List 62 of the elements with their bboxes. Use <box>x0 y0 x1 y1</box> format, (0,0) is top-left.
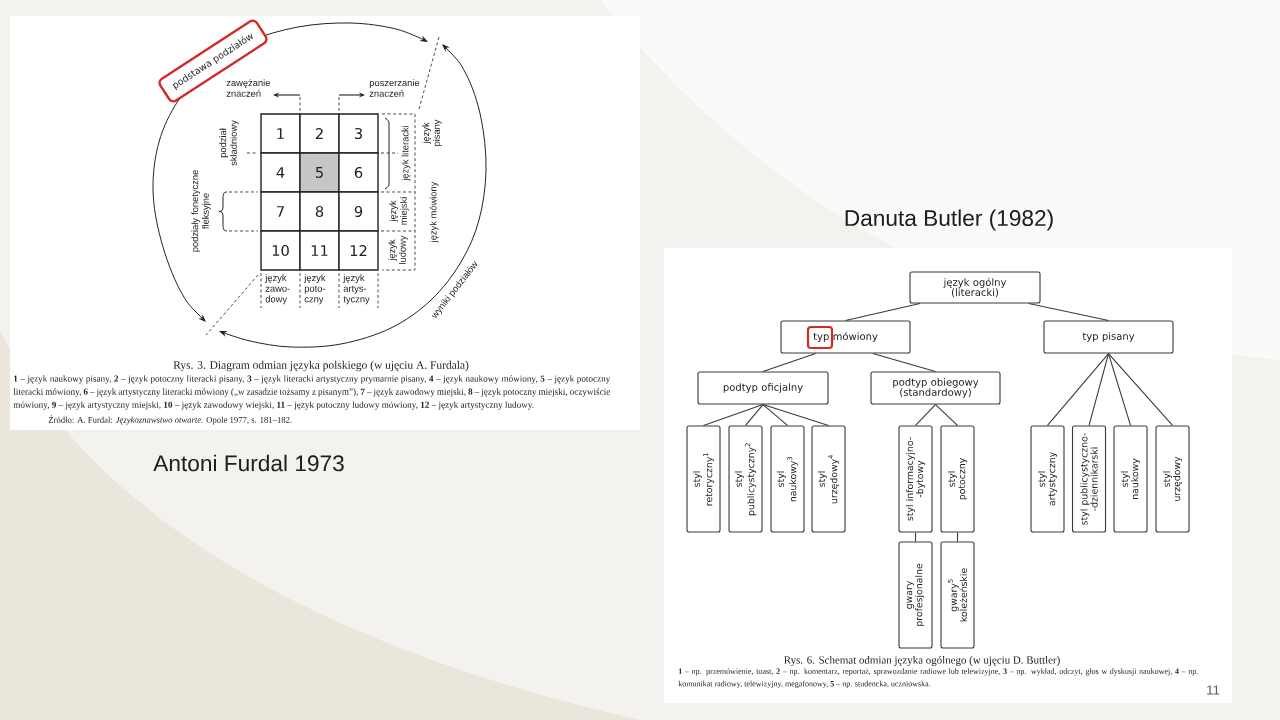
connector-line <box>844 303 921 321</box>
side-label: podział składniowy <box>219 120 239 166</box>
category-box: styl publicystyczno- -dziennikarski <box>1071 425 1107 533</box>
connector-line <box>934 404 959 426</box>
grid-cell: 9 <box>338 191 379 232</box>
grid-cell: 8 <box>299 191 340 232</box>
category-box: styl retoryczny$^{1}$ <box>686 425 721 533</box>
category-box: język ogólny (literacki) <box>909 271 1041 304</box>
side-label: język miejski <box>389 197 409 225</box>
connector-line <box>1046 353 1110 426</box>
column-label: język poto- czny <box>304 274 326 305</box>
category-box: styl potoczny <box>940 425 975 533</box>
category-box: styl naukowy$^{3}$ <box>770 425 805 533</box>
category-box: styl urzędowy <box>1155 425 1190 533</box>
grid-cell: 1 <box>260 113 301 154</box>
connector-line <box>1107 353 1132 426</box>
category-box: podtyp obiegowy (standardowy) <box>870 371 1001 405</box>
connector-line <box>914 532 917 542</box>
arrow-label: zawężanie znaczeń <box>226 79 270 97</box>
source-note: Źródło: A. Furdal: Językoznawstwo otwarte. Opole 1977, s. 181–182. <box>48 415 292 425</box>
category-box: gwary profesjonalne <box>898 541 933 649</box>
author-label: Antoni Furdal 1973 <box>153 454 344 472</box>
author-label: Danuta Butler (1982) <box>845 209 1053 231</box>
connector-line <box>762 404 830 426</box>
category-box: styl artystyczny <box>1030 425 1065 533</box>
category-box: styl publicystyczny$^{2}$ <box>728 425 763 533</box>
category-box: typ pisany <box>1043 320 1174 354</box>
side-label: język pisany <box>422 119 442 146</box>
side-label: język literacki <box>401 125 411 181</box>
caption-note: 1 – język naukowy pisany, 2 – język potoczny literacki pisany, 3 – język literacki artystyczny prymarnie pisany, 4 – język naukowy mówiony, 5 – język potoczny literacki mówiony, 6 – język artystyczny literacki mówiony („w zasadzie tożsamy z pisanym”), 7 – język zawodowy miejski, 8 – język potoczny miejski, oczywiście mówiony, 9 – język artystyczny miejski, 10 – język zawodowy wiejski, 11 – język potoczny ludowy mówiony, 12 – język artystyczny ludowy. <box>13 375 611 410</box>
grid-cell: 4 <box>260 152 301 193</box>
grid-cell: 3 <box>338 113 379 154</box>
connector-line <box>1107 353 1174 426</box>
category-box: styl urzędowy$^{4}$ <box>811 425 846 533</box>
column-label: język artys- tyczny <box>343 274 370 305</box>
side-label: język ludowy <box>388 235 408 264</box>
connector-line <box>956 532 959 542</box>
column-label: język zawo- dowy <box>265 274 290 305</box>
category-box: podtyp oficjalny <box>697 371 829 405</box>
grid-cell: 11 <box>299 230 340 271</box>
grid-cell: 5 <box>299 152 340 193</box>
figure-caption: Rys. 3. Diagram odmian języka polskiego (w ujęciu A. Furdala) <box>173 360 469 372</box>
grid-cell: 7 <box>260 191 301 232</box>
category-box: gwary$^{5}$ koleżeńskie <box>940 541 975 649</box>
page-number: 11 <box>1207 685 1220 695</box>
category-box: styl informacyjno- -bytowy <box>898 425 933 533</box>
category-box: styl naukowy <box>1113 425 1148 533</box>
connector-line <box>744 404 764 426</box>
connector-line <box>762 404 789 426</box>
connector-line <box>1088 353 1110 426</box>
connector-line <box>702 404 764 426</box>
category-box: typ mówiony <box>780 320 911 354</box>
grid-cell: 2 <box>299 113 340 154</box>
grid-cell: 10 <box>260 230 301 271</box>
grid-cell: 6 <box>338 152 379 193</box>
arrow-label: poszerzanie znaczeń <box>369 79 420 97</box>
side-label: język mówiony <box>429 181 439 243</box>
connector-line <box>1028 303 1110 321</box>
connector-line <box>914 404 937 426</box>
side-label: podziały fonetyczne fleksyjne <box>191 170 211 252</box>
grid-cell: 12 <box>338 230 379 271</box>
figure-caption: Rys. 6. Schemat odmian języka ogólnego (w ujęciu D. Buttler) <box>784 656 1060 666</box>
